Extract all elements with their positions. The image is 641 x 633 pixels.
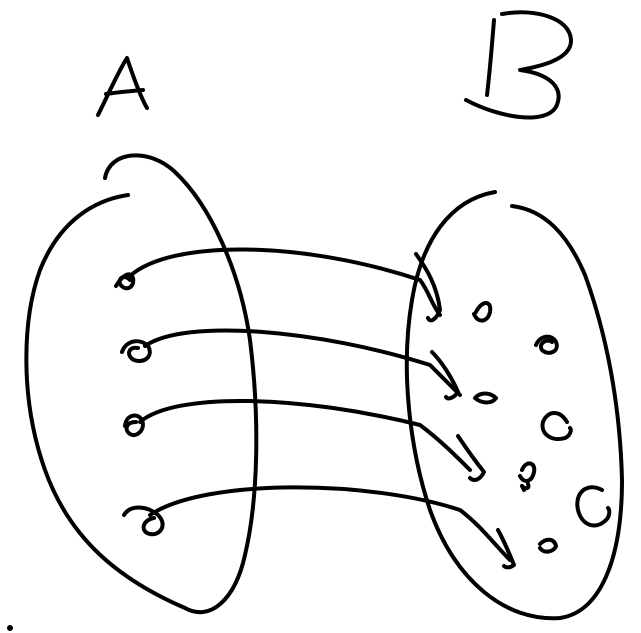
a-point-1 (114, 272, 136, 291)
a-point-3 (123, 413, 145, 437)
set-a-label: A (96, 56, 149, 117)
arrow-1-head (414, 252, 442, 323)
arrow-3 (138, 399, 472, 472)
b-point-4 (538, 537, 558, 554)
set-b-label: B (464, 10, 574, 120)
a-point-2 (120, 339, 152, 363)
arrow-2 (143, 328, 462, 397)
b-point-5 (534, 334, 559, 355)
a-point-4 (122, 505, 165, 537)
arrow-1 (128, 247, 442, 317)
b-point-7 (575, 485, 612, 528)
arrow-4 (148, 485, 512, 562)
arrow-3-head (456, 434, 486, 482)
set-a-ellipse (24, 153, 259, 615)
b-point-8 (520, 482, 531, 491)
b-point-1 (472, 301, 493, 323)
stray-dot (7, 625, 13, 631)
b-point-6 (540, 411, 573, 441)
set-b-ellipse (404, 190, 624, 621)
b-point-2 (473, 391, 498, 405)
b-point-3 (518, 461, 537, 483)
arrow-2-head (430, 350, 460, 401)
arrow-4-head (496, 528, 516, 570)
